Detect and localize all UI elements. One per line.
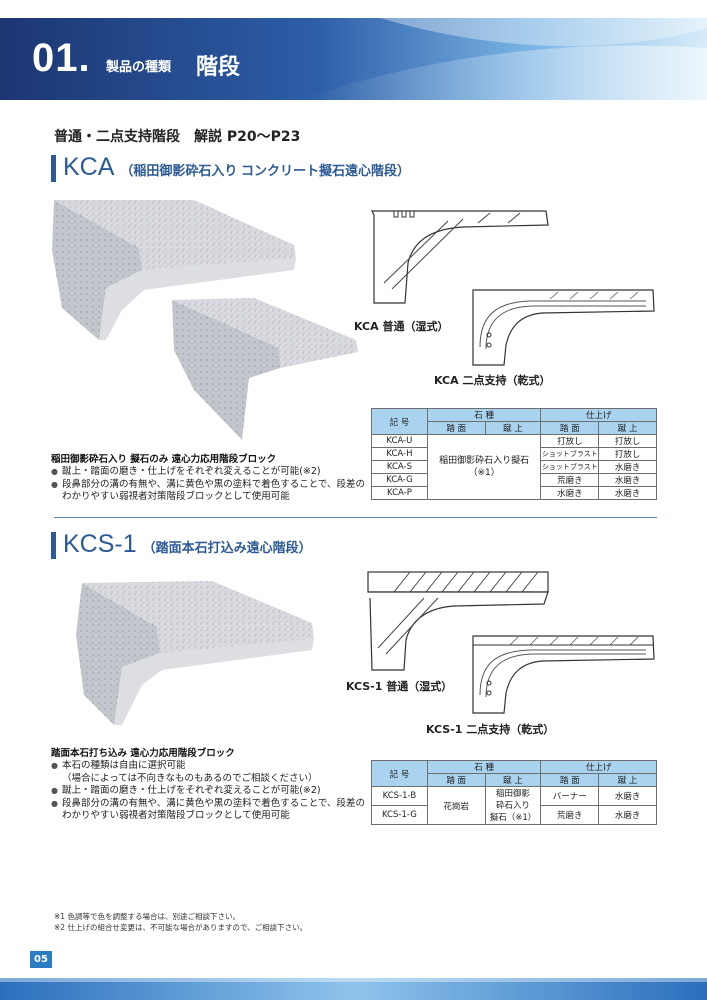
table-cell: バーナー [540,786,600,806]
kca-code: KCA [63,153,115,181]
table-cell-line: 稲田御影 [495,788,530,799]
table-cell: 水磨き [540,486,600,500]
table-cell: 荒磨き [540,805,600,825]
kca-two-point-diagram [472,289,655,366]
list-item: 蹴上・踏面の磨き・仕上げをそれぞれ変えることが可能(※2) [51,466,381,479]
kcs-name: （踏面本石打込み遠心階段） [142,540,312,555]
kcs-spec-table: 記 号 石 種 仕上げ 踏 面 蹴 上 踏 面 蹴 上 KCS-1-B 花崗岩 … [371,760,657,825]
table-cell-line: 砕石入り [495,800,530,811]
list-item-continuation: わかりやすい弱視者対策階段ブロックとして使用可能 [62,810,290,821]
kcs-section-title: KCS-1 （踏面本石打込み遠心階段） [63,530,312,559]
table-header: 記 号 [371,760,428,787]
table-cell: KCA-P [371,486,428,500]
footnotes: ※1 色調等で色を調整する場合は、別途ご相談下さい。 ※2 仕上げの組合せ変更は… [54,911,307,933]
kcs-two-point-caption: KCS-1 二点支持（乾式） [426,723,555,736]
list-item: 蹴上・踏面の磨き・仕上げをそれぞれ変えることが可能(※2) [51,785,381,798]
kcs-product-photo [76,581,314,725]
table-cell-line: 擬石（※1） [489,812,537,823]
kcs-feature-list: 本石の種類は自由に選択可能 （場合によっては不向きなものもあるのでご相談ください… [51,760,381,823]
table-cell: KCA-S [371,460,428,474]
kcs-feature-title: 踏面本石打ち込み 遠心力応用階段ブロック [51,748,235,759]
kcs-normal-diagram [367,571,549,671]
section-marker [51,532,56,559]
table-cell: 水磨き [598,805,657,825]
table-cell: ショットブラスト [540,460,600,474]
kcs-normal-caption: KCS-1 普通（湿式） [346,680,453,693]
chapter-number: 01. [32,36,91,80]
table-header: 仕上げ [540,760,657,774]
list-item: 段鼻部分の溝の有無や、溝に黄色や黒の塗料で着色することで、段差の [51,479,381,492]
table-header: 蹴 上 [484,773,542,787]
kca-feature-list: 蹴上・踏面の磨き・仕上げをそれぞれ変えることが可能(※2) 段鼻部分の溝の有無や… [51,466,381,504]
table-cell: 打放し [540,434,600,448]
table-cell: 打放し [598,447,657,461]
table-cell: 花崗岩 [426,786,486,825]
table-header: 踏 面 [540,421,600,435]
kca-feature-title: 稲田御影砕石入り 擬石のみ 遠心力応用階段ブロック [51,454,277,465]
table-header: 踏 面 [426,421,486,435]
kca-spec-table: 記 号 石 種 仕上げ 踏 面 蹴 上 踏 面 蹴 上 KCA-U 稲田御影砕石… [371,408,657,500]
table-header: 蹴 上 [598,773,657,787]
footer-banner [0,978,707,1000]
table-header: 石 種 [426,760,542,774]
kca-name: （稲田御影砕石入り コンクリート擬石遠心階段） [120,163,411,178]
table-cell: KCA-H [371,447,428,461]
kca-normal-caption: KCA 普通（湿式） [354,320,449,333]
table-header: 踏 面 [540,773,600,787]
table-cell: 荒磨き [540,473,600,487]
table-header: 石 種 [426,408,542,422]
table-cell: 稲田御影 砕石入り 擬石（※1） [484,786,542,825]
list-item-continuation: わかりやすい弱視者対策階段ブロックとして使用可能 [62,491,290,502]
table-cell: 水磨き [598,786,657,806]
table-cell: KCS-1-B [371,786,428,806]
kcs-code: KCS-1 [63,530,137,558]
table-cell: KCA-G [371,473,428,487]
chapter-category: 製品の種類 [106,60,172,75]
list-item: 本石の種類は自由に選択可能 [51,760,381,773]
kca-product-photo [52,200,358,440]
page-number: 05 [30,951,52,968]
kca-two-point-caption: KCA 二点支持（乾式） [434,374,551,387]
subheading: 普通・二点支持階段 解説 P20〜P23 [54,129,301,145]
kca-normal-diagram [371,210,549,304]
table-cell: KCS-1-G [371,805,428,825]
footnote: ※1 色調等で色を調整する場合は、別途ご相談下さい。 [54,912,240,921]
table-cell: 水磨き [598,486,657,500]
table-header: 記 号 [371,408,428,435]
table-header: 仕上げ [540,408,657,422]
table-header: 蹴 上 [598,421,657,435]
section-divider [54,517,657,518]
kcs-two-point-diagram [472,635,655,714]
kca-section-title: KCA （稲田御影砕石入り コンクリート擬石遠心階段） [63,153,410,182]
section-marker [51,155,56,182]
table-cell: ショットブラスト [540,447,600,461]
list-item: 段鼻部分の溝の有無や、溝に黄色や黒の塗料で着色することで、段差の [51,798,381,811]
table-cell: KCA-U [371,434,428,448]
table-cell: 打放し [598,434,657,448]
table-cell: 稲田御影砕石入り擬石（※1） [426,434,542,500]
list-item-continuation: （場合によっては不向きなものもあるのでご相談ください） [62,772,318,784]
chapter-title: 階段 [196,55,241,80]
header-banner [0,18,707,100]
table-cell: 水磨き [598,460,657,474]
table-header: 蹴 上 [484,421,542,435]
table-cell: 水磨き [598,473,657,487]
footnote: ※2 仕上げの組合せ変更は、不可能な場合がありますので、ご相談下さい。 [54,923,308,932]
table-header: 踏 面 [426,773,486,787]
